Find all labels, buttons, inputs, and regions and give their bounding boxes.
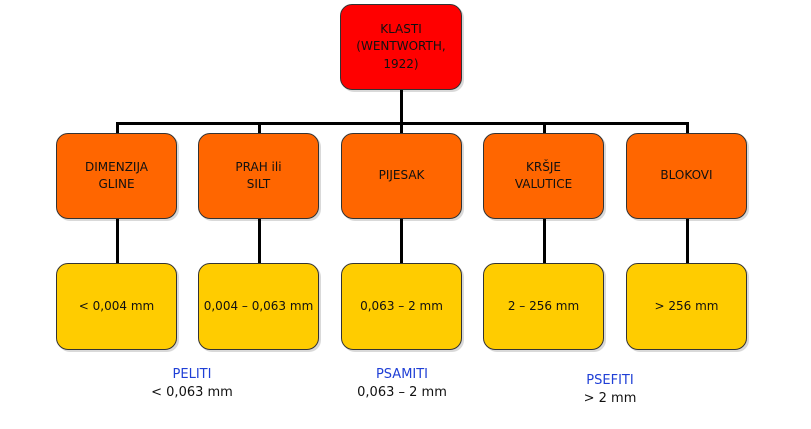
group-peliti: PELITI < 0,063 mm — [122, 366, 262, 401]
size-connector-2 — [258, 218, 261, 263]
group-psamiti: PSAMITI 0,063 – 2 mm — [332, 366, 472, 401]
group-psamiti-name: PSAMITI — [375, 367, 429, 382]
size-connector-4 — [543, 218, 546, 263]
size-range-pijesak: 0,063 – 2 mm — [341, 263, 462, 350]
size-range-blokovi: > 256 mm — [626, 263, 747, 350]
category-connector-3 — [400, 122, 403, 134]
group-peliti-range: < 0,063 mm — [151, 384, 233, 400]
category-node-pijesak: PIJESAK — [341, 133, 462, 219]
size-range-silt: 0,004 – 0,063 mm — [198, 263, 319, 350]
size-range-valutice: 2 – 256 mm — [483, 263, 604, 350]
category-connector-5 — [686, 122, 689, 134]
group-peliti-name: PELITI — [172, 367, 212, 382]
category-connector-2 — [258, 122, 261, 134]
group-psamiti-range: 0,063 – 2 mm — [357, 384, 447, 400]
category-node-silt: PRAH ili SILT — [198, 133, 319, 219]
category-node-blokovi: BLOKOVI — [626, 133, 747, 219]
category-node-valutice: KRŠJE VALUTICE — [483, 133, 604, 219]
root-node-klasti: KLASTI (WENTWORTH, 1922) — [340, 4, 462, 90]
size-range-gline: < 0,004 mm — [56, 263, 177, 350]
group-psefiti-name: PSEFITI — [586, 373, 634, 388]
root-connector — [400, 89, 403, 124]
size-connector-3 — [400, 218, 403, 263]
size-connector-1 — [116, 218, 119, 263]
category-connector-1 — [116, 122, 119, 134]
group-psefiti-range: > 2 mm — [583, 390, 637, 406]
category-connector-4 — [543, 122, 546, 134]
group-psefiti: PSEFITI > 2 mm — [540, 372, 680, 407]
size-connector-5 — [686, 218, 689, 263]
category-node-gline: DIMENZIJA GLINE — [56, 133, 177, 219]
